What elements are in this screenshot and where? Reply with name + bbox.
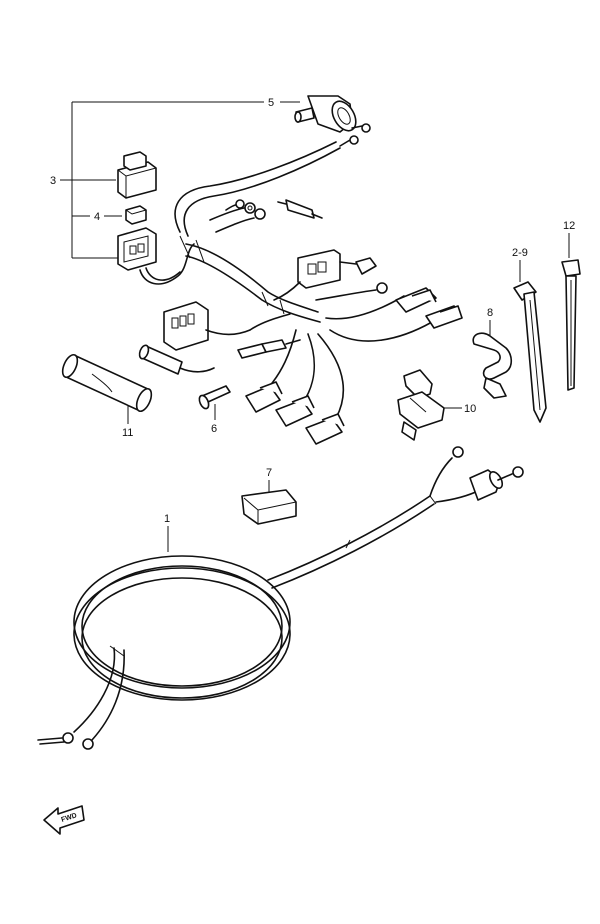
callout-8: 8	[487, 307, 493, 338]
part-5-sensor-boot	[294, 95, 371, 133]
callout-7: 7	[266, 467, 272, 494]
callout-label-4: 4	[94, 211, 100, 223]
callout-label-1: 1	[164, 513, 170, 525]
fwd-arrow-icon: FWD	[43, 805, 85, 835]
callout-label-8: 8	[487, 307, 493, 319]
part-1-battery-cable	[37, 446, 524, 750]
part-6-push-clip	[198, 385, 231, 410]
callout-label-5: 5	[268, 97, 274, 109]
callout-label-6: 6	[211, 423, 217, 435]
callout-4: 4	[72, 211, 122, 223]
part-7-grommet	[241, 489, 297, 525]
part-8-clamp	[472, 332, 513, 399]
part-10-double-clamp	[397, 369, 445, 441]
callout-3: 3	[50, 175, 116, 187]
callout-1: 1	[164, 513, 170, 552]
callout-label-2-9: 2-9	[512, 247, 528, 259]
callout-label-3: 3	[50, 175, 56, 187]
fwd-label: FWD	[60, 812, 77, 824]
callout-6: 6	[211, 404, 217, 435]
callout-label-11: 11	[122, 427, 133, 439]
callout-label-10: 10	[464, 403, 476, 415]
callout-label-7: 7	[266, 467, 272, 479]
part-3-relay	[117, 151, 157, 199]
part-2-9-cable-tie	[513, 281, 547, 423]
part-12-cable-tie	[561, 259, 581, 391]
callout-12: 12	[563, 220, 575, 258]
callout-5: 5	[72, 97, 300, 109]
callout-2-9: 2-9	[512, 247, 528, 282]
part-4-fuse	[125, 205, 147, 225]
part-11-protective-tube	[61, 353, 153, 413]
main-wiring-harness	[117, 135, 463, 445]
callout-10: 10	[444, 403, 476, 415]
callout-label-12: 12	[563, 220, 575, 232]
